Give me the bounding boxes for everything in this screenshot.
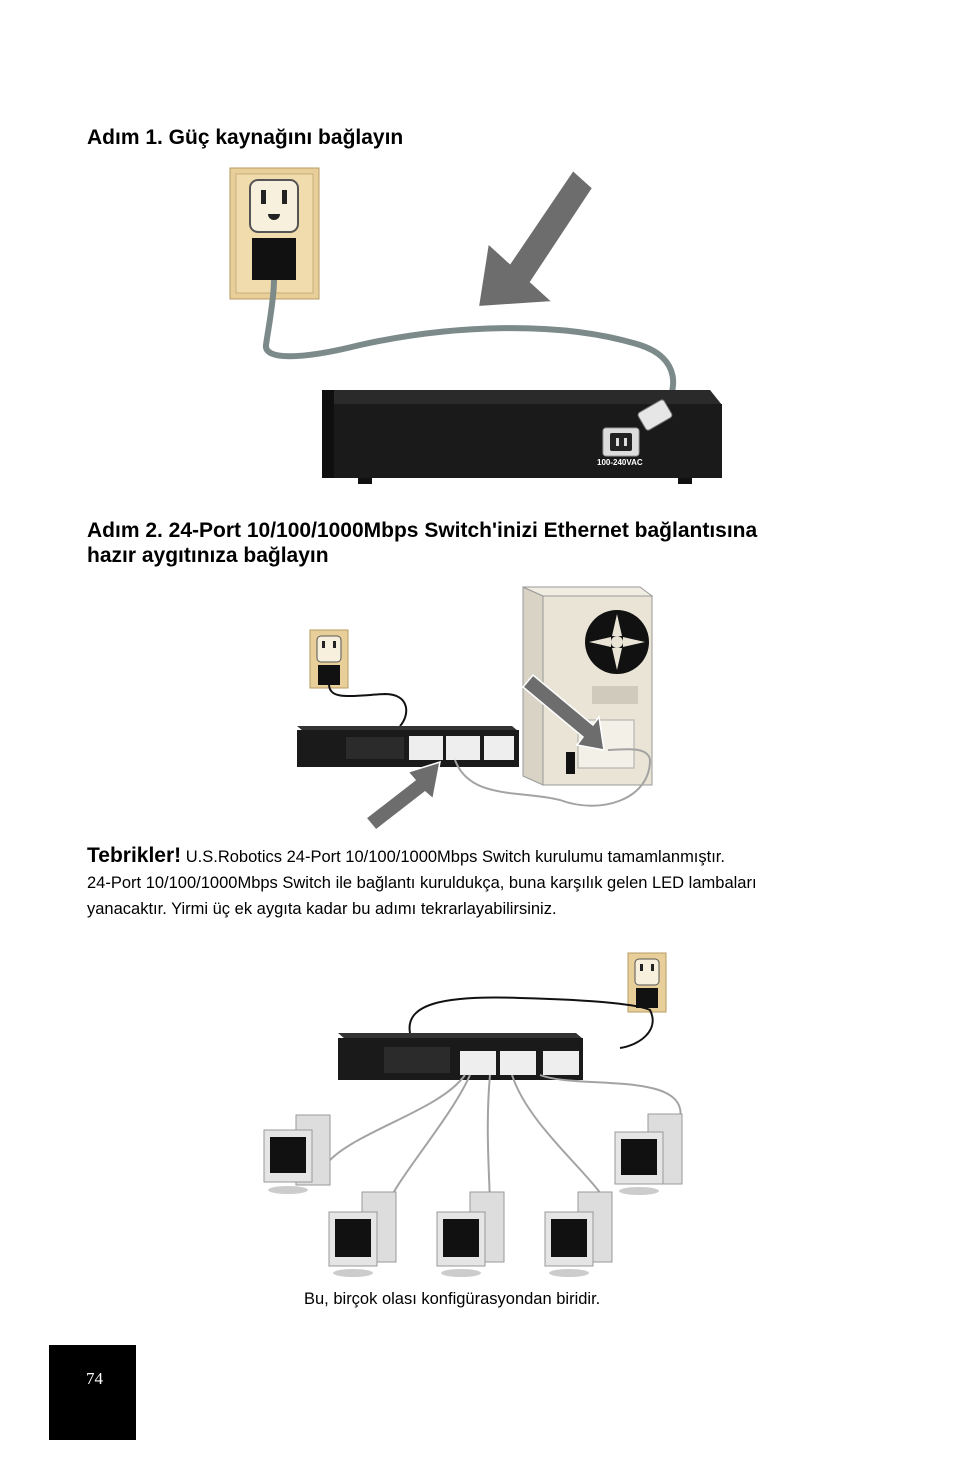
congrats-line2: 24-Port 10/100/1000Mbps Switch ile bağla… xyxy=(87,874,757,892)
wall-outlet-icon xyxy=(229,167,320,300)
switch-device xyxy=(297,726,519,767)
congrats-line3: yanacaktır. Yirmi üç ek aygıta kadar bu … xyxy=(87,900,557,918)
network-configuration-illustration xyxy=(263,952,683,1277)
page-number: 74 xyxy=(86,1369,103,1388)
arrow-icon xyxy=(521,673,605,751)
wall-outlet-icon xyxy=(309,629,349,689)
computer-icon xyxy=(263,1114,331,1194)
computer-icon xyxy=(544,1191,613,1277)
switch-device xyxy=(338,1033,583,1080)
ethernet-cable xyxy=(454,748,652,807)
computer-icon xyxy=(614,1113,683,1195)
arrow-icon xyxy=(364,760,441,832)
congrats-line1-text: U.S.Robotics 24-Port 10/100/1000Mbps Swi… xyxy=(181,848,725,866)
ethernet-connection-illustration xyxy=(297,586,654,832)
pc-tower xyxy=(522,586,654,786)
voltage-label: 100-240VAC xyxy=(597,458,643,467)
congrats-line1: Tebrikler! U.S.Robotics 24-Port 10/100/1… xyxy=(87,843,907,870)
congrats-paragraph: Tebrikler! U.S.Robotics 24-Port 10/100/1… xyxy=(87,843,907,922)
step1-heading: Adım 1. Güç kaynağını bağlayın xyxy=(87,126,404,149)
switch-device xyxy=(322,390,722,484)
figure-caption: Bu, birçok olası konfigürasyondan biridi… xyxy=(304,1290,601,1308)
power-cord xyxy=(408,996,654,1049)
step2-heading-line1: Adım 2. 24-Port 10/100/1000Mbps Switch'i… xyxy=(87,519,758,542)
arrow-icon xyxy=(476,168,595,309)
congrats-lead: Tebrikler! xyxy=(87,844,182,867)
step2-heading: Adım 2. 24-Port 10/100/1000Mbps Switch'i… xyxy=(87,518,757,568)
wall-outlet-icon xyxy=(627,952,667,1013)
computer-icon xyxy=(328,1191,397,1277)
power-cord xyxy=(263,279,676,417)
power-cord xyxy=(328,684,408,727)
page-number-box: 74 xyxy=(49,1345,136,1440)
computer-icon xyxy=(436,1191,505,1277)
step2-heading-line2: hazır aygıtınıza bağlayın xyxy=(87,544,329,567)
power-connection-illustration: 100-240VAC xyxy=(229,167,722,484)
